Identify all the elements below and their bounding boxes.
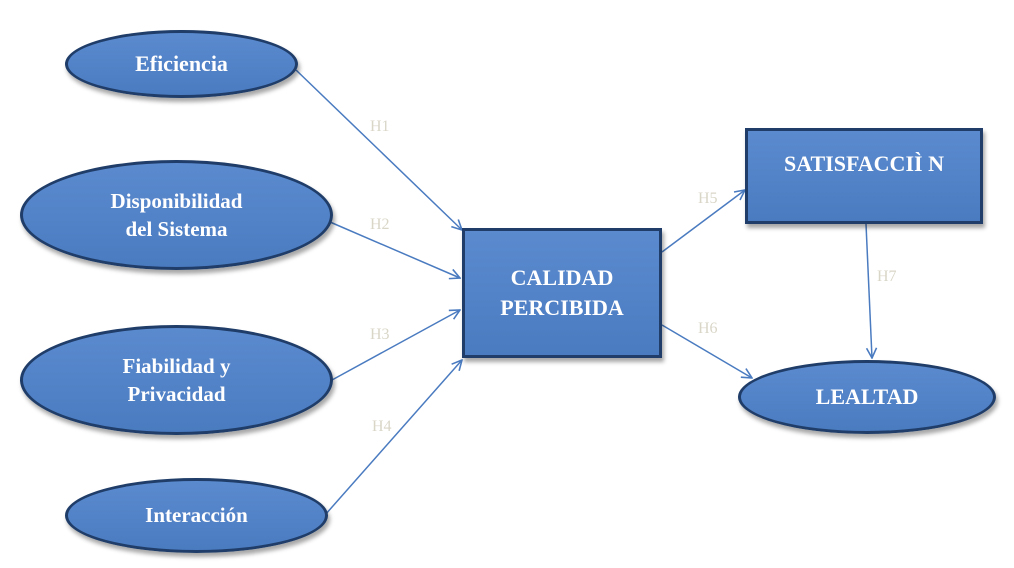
arrow-h5 (661, 190, 745, 253)
hypothesis-label-h7: H7 (877, 268, 897, 285)
node-fiabilidad-line1: Fiabilidad y (122, 353, 231, 378)
node-eficiencia: Eficiencia (65, 30, 298, 98)
node-fiabilidad-line2: Privacidad (127, 382, 226, 406)
node-eficiencia-label: Eficiencia (135, 51, 228, 77)
node-disponibilidad-line1: Disponibilidad (110, 188, 243, 213)
node-satisfaccion-label: SATISFACCIÌ N (784, 151, 944, 176)
hypothesis-label-h3: H3 (370, 326, 390, 343)
arrow-h7 (865, 223, 872, 358)
node-disponibilidad: Disponibilidad del Sistema (20, 160, 333, 270)
node-satisfaccion: SATISFACCIÌ N (745, 128, 983, 224)
node-fiabilidad: Fiabilidad y Privacidad (20, 325, 333, 435)
arrow-h2 (329, 221, 460, 278)
arrow-h6 (661, 324, 752, 378)
node-interaccion-label: Interacción (145, 503, 248, 528)
node-calidad-line1: CALIDAD (510, 265, 614, 291)
arrow-h3 (331, 310, 460, 381)
node-disponibilidad-line2: del Sistema (125, 217, 228, 241)
hypothesis-label-h1: H1 (370, 118, 390, 135)
node-calidad-percibida: CALIDAD PERCIBIDA (462, 228, 662, 358)
hypothesis-label-h2: H2 (370, 216, 390, 233)
node-lealtad: LEALTAD (738, 360, 996, 434)
node-interaccion: Interacción (65, 478, 328, 553)
hypothesis-label-h4: H4 (372, 418, 392, 435)
arrow-h4 (324, 360, 462, 516)
node-calidad-line2: PERCIBIDA (500, 295, 624, 320)
node-lealtad-label: LEALTAD (815, 384, 919, 410)
hypothesis-label-h5: H5 (698, 190, 718, 207)
arrow-h1 (295, 69, 462, 230)
hypothesis-label-h6: H6 (698, 320, 718, 337)
